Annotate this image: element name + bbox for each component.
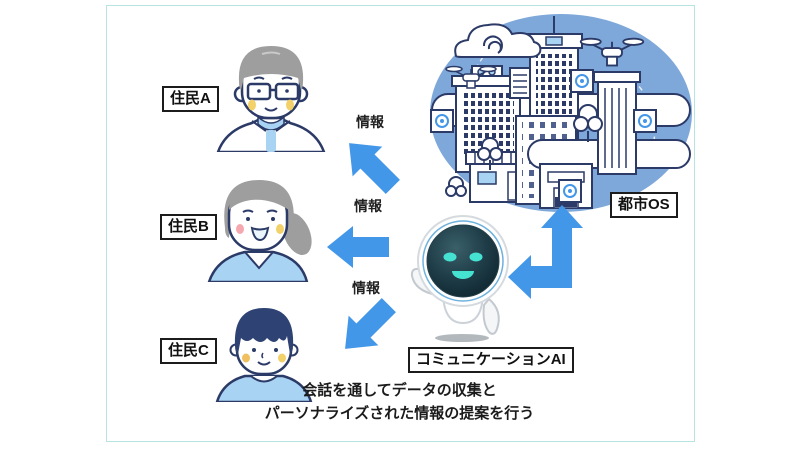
sensor-icon xyxy=(430,109,454,133)
info-arrow-c xyxy=(329,289,405,365)
caption-line-2: パーソナライズされた情報の提案を行う xyxy=(264,405,535,422)
caption-line-1: 会話を通してデータの収集と xyxy=(302,382,497,399)
robot-avatar xyxy=(407,213,519,345)
communication-ai-tag: コミュニケーションAI xyxy=(408,347,574,373)
info-arrow-b xyxy=(327,224,389,270)
sensor-icon xyxy=(558,179,582,203)
cloud-icon xyxy=(454,23,542,58)
resident-a-avatar xyxy=(212,38,330,152)
resident-b-tag: 住民B xyxy=(160,214,217,240)
drone-icon xyxy=(579,37,645,67)
info-label-c: 情報 xyxy=(352,280,380,296)
caption: 会話を通してデータの収集と パーソナライズされた情報の提案を行う xyxy=(106,379,693,425)
resident-c-avatar xyxy=(209,300,319,402)
tree-icon xyxy=(573,104,603,142)
info-arrow-a xyxy=(333,127,409,203)
sensor-icon xyxy=(570,69,594,93)
exchange-arrow xyxy=(505,202,585,302)
resident-b-avatar xyxy=(205,170,313,282)
city-illustration xyxy=(428,12,694,217)
sensor-icon xyxy=(633,109,657,133)
city-os-tag: 都市OS xyxy=(610,192,678,218)
tree-icon xyxy=(477,137,503,170)
annex-building-icon xyxy=(509,67,531,99)
resident-a-tag: 住民A xyxy=(162,86,219,112)
resident-c-tag: 住民C xyxy=(160,338,217,364)
info-label-b: 情報 xyxy=(354,198,382,214)
tree-icon xyxy=(445,176,467,197)
drone-icon xyxy=(445,65,497,89)
info-label-a: 情報 xyxy=(356,114,384,130)
